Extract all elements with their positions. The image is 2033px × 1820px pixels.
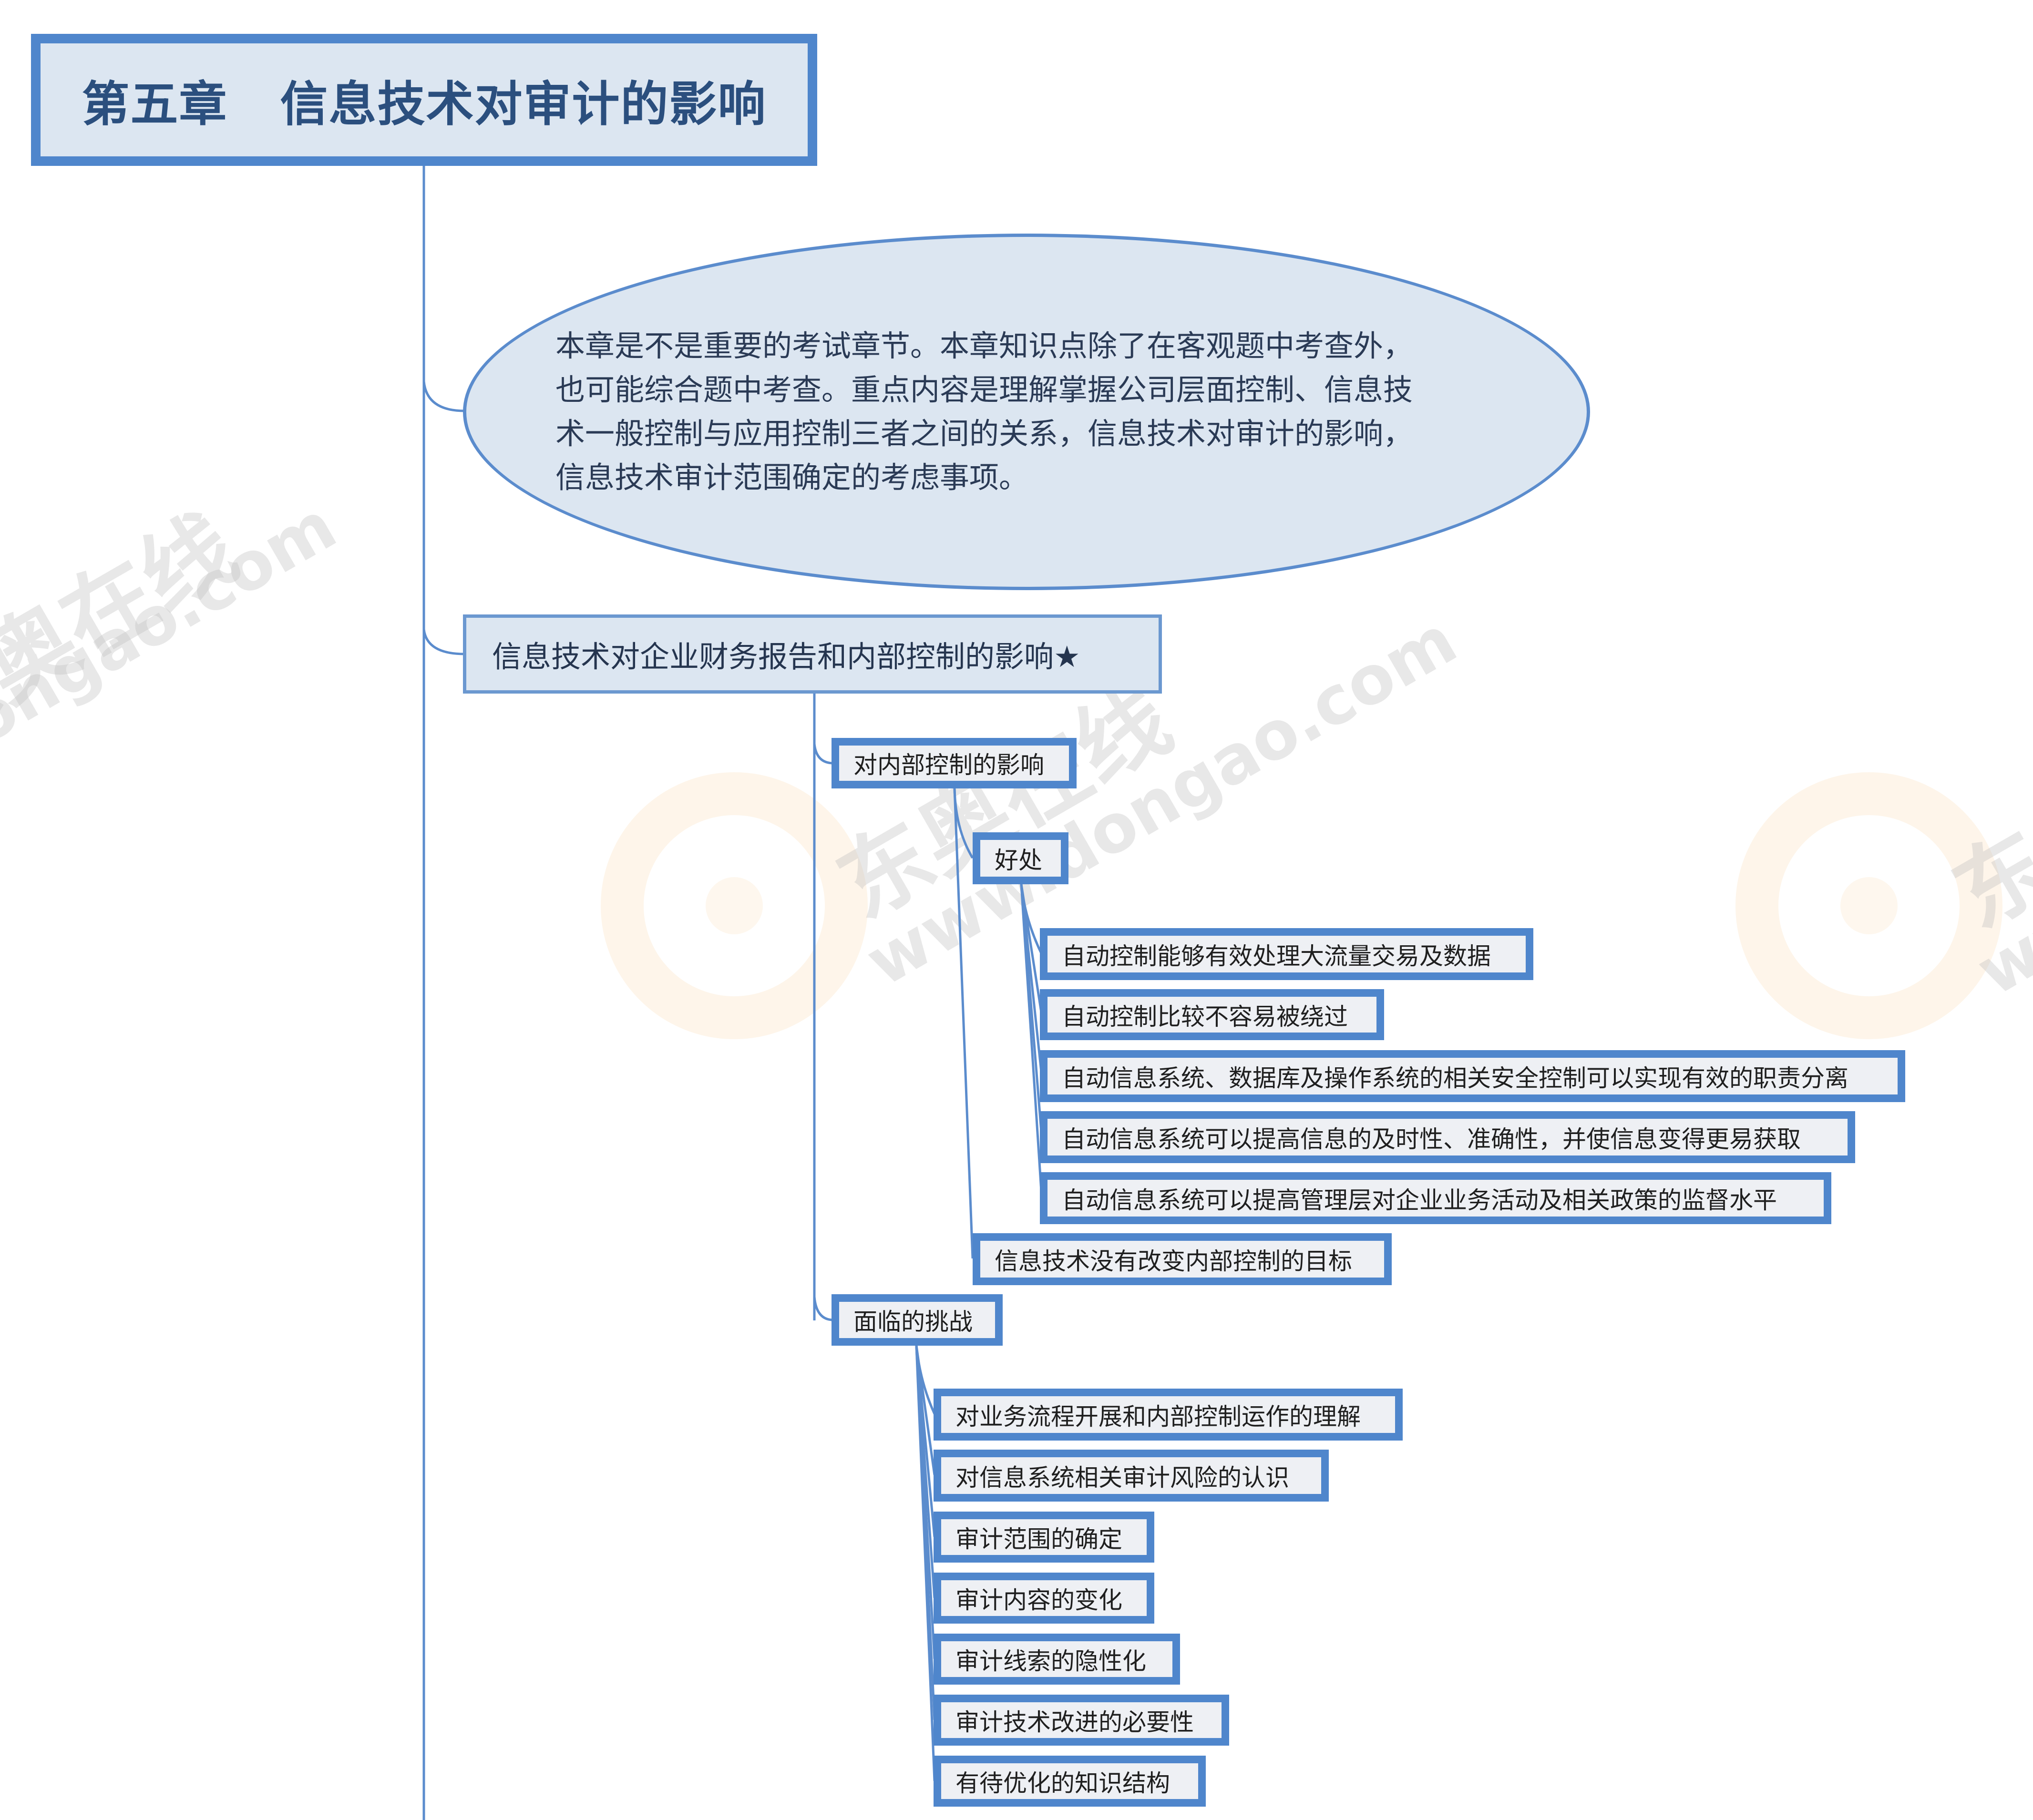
benefit-item[interactable]: 自动控制比较不容易被绕过 <box>1040 989 1384 1040</box>
topic-label: 面临的挑战 <box>853 1308 973 1336</box>
benefit-label: 自动控制比较不容易被绕过 <box>1062 1002 1348 1031</box>
challenge-label: 审计线索的隐性化 <box>955 1647 1146 1675</box>
summary-text: 本章是不是重要的考试章节。本章知识点除了在客观题中考查外， 也可能综合题中考查。… <box>555 324 1413 500</box>
topic-it-impact-on-reporting[interactable]: 信息技术对企业财务报告和内部控制的影响★ <box>463 614 1162 694</box>
topic-challenges[interactable]: 面临的挑战 <box>832 1294 1003 1346</box>
challenge-item[interactable]: 有待优化的知识结构 <box>934 1756 1206 1807</box>
summary-line: 信息技术审计范围确定的考虑事项。 <box>555 460 1029 495</box>
summary-line: 也可能综合题中考查。重点内容是理解掌握公司层面控制、信息技 <box>555 372 1413 407</box>
challenge-label: 审计内容的变化 <box>955 1586 1122 1614</box>
benefit-item[interactable]: 自动控制能够有效处理大流量交易及数据 <box>1040 928 1533 980</box>
challenge-item[interactable]: 审计内容的变化 <box>934 1573 1154 1624</box>
note-label: 信息技术没有改变内部控制的目标 <box>995 1247 1352 1275</box>
challenge-item[interactable]: 审计技术改进的必要性 <box>934 1695 1229 1746</box>
topic-benefits[interactable]: 好处 <box>973 832 1068 884</box>
benefit-item[interactable]: 自动信息系统可以提高信息的及时性、准确性，并使信息变得更易获取 <box>1040 1111 1855 1163</box>
chapter-name: 信息技术对审计的影响 <box>280 76 767 132</box>
challenge-label: 审计范围的确定 <box>955 1525 1122 1553</box>
challenge-item[interactable]: 审计线索的隐性化 <box>934 1634 1180 1685</box>
benefit-label: 自动控制能够有效处理大流量交易及数据 <box>1062 942 1491 970</box>
summary-ellipse[interactable] <box>463 234 1590 590</box>
topic-label: 信息技术对企业财务报告和内部控制的影响★ <box>492 639 1080 674</box>
chapter-number: 第五章 <box>82 76 228 132</box>
summary-line: 本章是不是重要的考试章节。本章知识点除了在客观题中考查外， <box>555 328 1413 363</box>
challenge-label: 对信息系统相关审计风险的认识 <box>955 1463 1289 1492</box>
challenge-item[interactable]: 审计范围的确定 <box>934 1512 1154 1563</box>
challenge-item[interactable]: 对信息系统相关审计风险的认识 <box>934 1450 1329 1502</box>
challenge-label: 有待优化的知识结构 <box>955 1769 1170 1797</box>
objective-unchanged-note[interactable]: 信息技术没有改变内部控制的目标 <box>973 1233 1392 1285</box>
chapter-title[interactable]: 第五章 信息技术对审计的影响 <box>31 34 817 166</box>
benefit-label: 自动信息系统、数据库及操作系统的相关安全控制可以实现有效的职责分离 <box>1062 1064 1848 1092</box>
benefit-item[interactable]: 自动信息系统、数据库及操作系统的相关安全控制可以实现有效的职责分离 <box>1040 1050 1905 1102</box>
topic-label: 对内部控制的影响 <box>853 751 1044 779</box>
topic-label: 好处 <box>995 846 1042 874</box>
challenge-item[interactable]: 对业务流程开展和内部控制运作的理解 <box>934 1389 1403 1441</box>
challenge-label: 审计技术改进的必要性 <box>955 1708 1194 1736</box>
benefit-label: 自动信息系统可以提高信息的及时性、准确性，并使信息变得更易获取 <box>1062 1125 1801 1153</box>
benefit-item[interactable]: 自动信息系统可以提高管理层对企业业务活动及相关政策的监督水平 <box>1040 1172 1831 1224</box>
challenge-label: 对业务流程开展和内部控制运作的理解 <box>955 1402 1361 1431</box>
summary-line: 术一般控制与应用控制三者之间的关系，信息技术对审计的影响， <box>555 416 1413 451</box>
benefit-label: 自动信息系统可以提高管理层对企业业务活动及相关政策的监督水平 <box>1062 1186 1777 1214</box>
topic-impact-on-internal-control[interactable]: 对内部控制的影响 <box>832 738 1077 788</box>
